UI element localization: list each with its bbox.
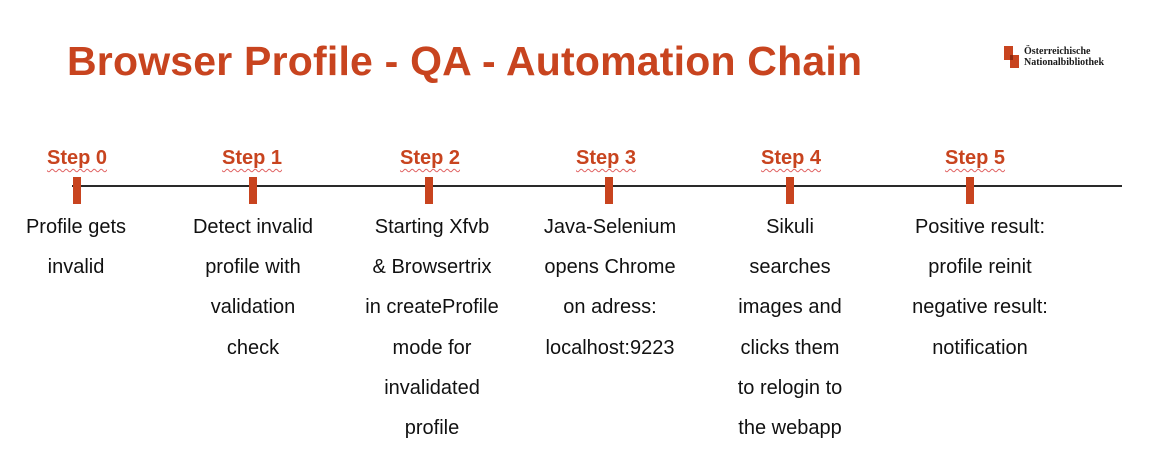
page-title: Browser Profile - QA - Automation Chain xyxy=(67,38,863,84)
step-4-line: images and xyxy=(738,296,842,319)
timeline-axis xyxy=(72,185,1122,187)
step-4-line: Sikuli xyxy=(766,216,814,238)
logo-text-line2: Nationalbibliothek xyxy=(1024,57,1105,68)
logo-text-line1: Österreichische xyxy=(1024,46,1091,57)
step-4-line: the webapp xyxy=(738,417,842,440)
step-3-description: Java-Selenium opens Chrome on adress: lo… xyxy=(515,207,705,368)
step-3-line: opens Chrome xyxy=(544,256,676,279)
step-5-description: Positive result: profile reinit negative… xyxy=(885,207,1075,368)
step-5-line: negative result: xyxy=(912,296,1048,319)
step-0-line: invalid xyxy=(47,256,105,279)
step-4-label: Step 4 xyxy=(760,147,822,169)
step-3-line: on adress: xyxy=(563,296,657,319)
step-4-line: clicks them xyxy=(740,336,840,359)
step-1-line: Detect invalid xyxy=(192,216,314,238)
step-4-line: to relogin to xyxy=(737,376,843,399)
step-4-description: Sikuli searches images and clicks them t… xyxy=(695,207,885,448)
step-0-line: Profile gets xyxy=(25,216,127,238)
step-2-line: in createProfile xyxy=(365,296,499,319)
step-3-marker xyxy=(605,177,613,204)
step-3-line: localhost:9223 xyxy=(545,336,675,359)
step-0-description: Profile gets invalid xyxy=(0,207,171,287)
step-2-line: mode for xyxy=(392,336,472,359)
step-3-label: Step 3 xyxy=(575,147,637,169)
step-5-line: Positive result: xyxy=(914,216,1046,238)
step-4-line: searches xyxy=(749,256,831,279)
step-5-line: profile reinit xyxy=(928,256,1032,279)
library-logo: Österreichische Nationalbibliothek xyxy=(1004,46,1134,72)
step-1-line: validation xyxy=(210,296,296,319)
step-1-label: Step 1 xyxy=(221,147,283,169)
library-logo-icon xyxy=(1004,46,1019,68)
step-2-marker xyxy=(425,177,433,204)
step-2-line: profile xyxy=(404,417,460,440)
step-1-line: check xyxy=(226,336,280,359)
step-2-line: & Browsertrix xyxy=(372,256,492,279)
step-2-line: Starting Xfvb xyxy=(374,216,490,238)
step-5-label: Step 5 xyxy=(944,147,1006,169)
step-5-marker xyxy=(966,177,974,204)
step-1-line: profile with xyxy=(205,256,301,279)
step-2-line: invalidated xyxy=(384,376,480,399)
step-0-label: Step 0 xyxy=(46,147,108,169)
step-4-marker xyxy=(786,177,794,204)
step-3-line: Java-Selenium xyxy=(543,216,677,238)
step-2-description: Starting Xfvb & Browsertrix in createPro… xyxy=(337,207,527,448)
step-0-marker xyxy=(73,177,81,204)
step-2-label: Step 2 xyxy=(399,147,461,169)
step-1-marker xyxy=(249,177,257,204)
step-5-line: notification xyxy=(932,336,1028,359)
step-1-description: Detect invalid profile with validation c… xyxy=(158,207,348,368)
